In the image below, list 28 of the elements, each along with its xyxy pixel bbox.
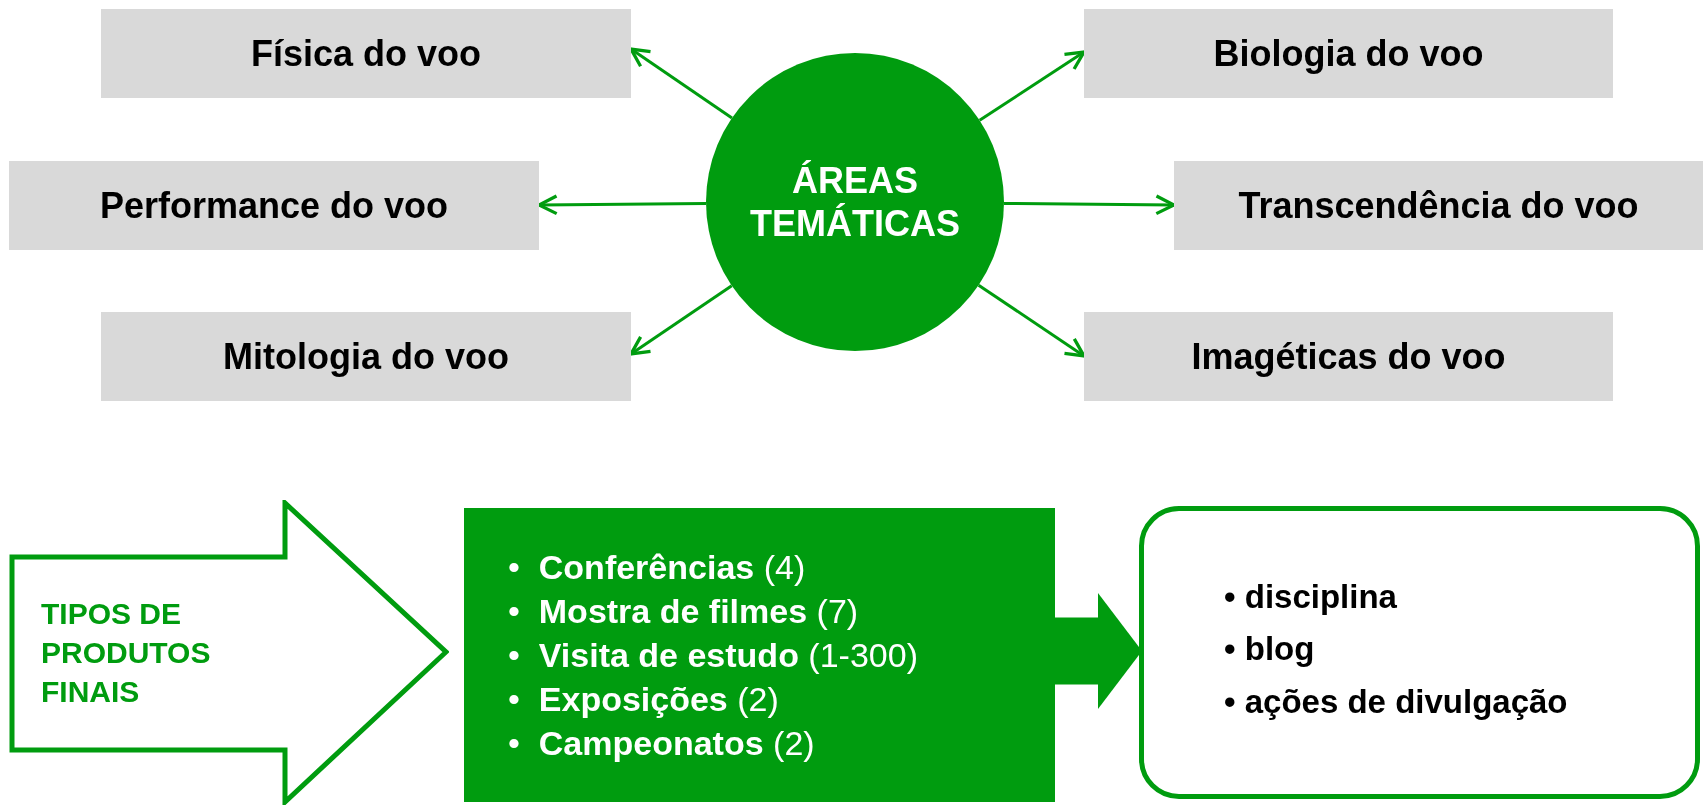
topic-box [101, 9, 631, 98]
list-item: • Mostra de filmes (7) [508, 590, 860, 632]
product-box [464, 508, 1055, 802]
topic-box [9, 161, 539, 250]
topic-box [1084, 312, 1613, 401]
topic-box [1174, 161, 1703, 250]
topic-box [101, 312, 631, 401]
list-item: • disciplina [1224, 577, 1398, 618]
topic-label: Física do voo [250, 32, 481, 75]
topic-box [1084, 9, 1613, 98]
circle-label: ÁREAS TEMÁTICAS [749, 158, 961, 246]
topic-label: Imagéticas do voo [1191, 335, 1506, 378]
block-arrow-label: TIPOS DE PRODUTOS FINAIS [41, 596, 212, 710]
arrow [1003, 194, 1176, 216]
topic-label: Performance do voo [99, 184, 449, 227]
channel-box [1139, 506, 1700, 799]
list-item: • Campeonatos (2) [508, 723, 816, 765]
list-item: • Conferências (4) [508, 546, 807, 588]
list-item: • ações de divulgação [1224, 681, 1568, 722]
topic-label: Biologia do voo [1213, 32, 1484, 75]
list-item: • Exposições (2) [508, 679, 780, 721]
block-arrow [9, 500, 449, 805]
topic-label: Transcendência do voo [1238, 184, 1639, 227]
topic-label: Mitologia do voo [223, 335, 509, 378]
arrow [977, 283, 1086, 358]
list-item: • blog [1224, 629, 1316, 670]
arrow [978, 50, 1086, 122]
list-item: • Visita de estudo (1-300) [508, 634, 918, 676]
